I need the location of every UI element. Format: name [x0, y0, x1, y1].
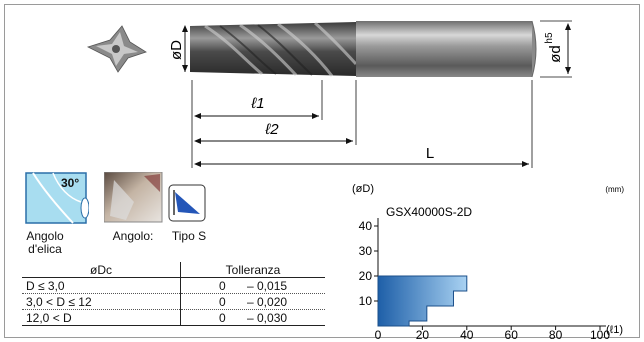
x-tick-label: 80: [549, 328, 563, 340]
chart-xlabel: (ℓ1): [606, 324, 623, 336]
total-length-label: L: [426, 145, 434, 162]
row-upper: – 0,020: [247, 294, 288, 309]
row-range: 3,0 < D ≤ 12: [22, 293, 181, 310]
x-tick-label: 40: [460, 328, 474, 340]
tool-body: [190, 20, 537, 78]
l2-label: ℓ2: [264, 121, 279, 138]
chart-title: GSX40000S-2D: [386, 205, 472, 219]
diameter-label: øD: [168, 40, 185, 60]
cutter-end-view: [86, 25, 147, 73]
helix-angle-caption: Angolo d'elica: [26, 229, 64, 256]
type-caption: Tipo S: [171, 229, 207, 243]
x-tick-label: 0: [375, 328, 382, 340]
tool-drawing: øD ød h5 ℓ1 ℓ2 L: [86, 20, 572, 168]
helix-angle-value: 30°: [61, 176, 79, 190]
table-header-tolerance: Tolleranza: [180, 262, 325, 278]
row-upper: – 0,015: [247, 278, 288, 293]
x-tick-label: 60: [505, 328, 519, 340]
table-row: D ≤ 3,0 0 – 0,015: [22, 277, 325, 294]
chart-ylabel: (øD): [352, 183, 374, 195]
y-tick-label: 40: [359, 219, 373, 233]
tolerance-table: øDc Tolleranza D ≤ 3,0 0 – 0,015 3,0 < D …: [22, 262, 325, 326]
shank-tolerance-label: h5: [544, 32, 555, 44]
type-s-icon: [168, 184, 206, 222]
row-range: D ≤ 3,0: [22, 277, 181, 294]
y-tick-label: 10: [359, 294, 373, 308]
row-range: 12,0 < D: [22, 309, 181, 326]
x-tick-label: 100: [590, 328, 610, 340]
table-row: 12,0 < D 0 – 0,030: [22, 309, 325, 326]
helix-angle-icon: 30°: [25, 172, 89, 224]
table-row: 3,0 < D ≤ 12 0 – 0,020: [22, 293, 325, 310]
row-upper: – 0,030: [247, 310, 288, 325]
shank-diameter-label: ød: [547, 45, 564, 63]
table-header-diameter: øDc: [22, 262, 181, 278]
row-lower: 0: [219, 294, 226, 309]
x-tick-label: 20: [416, 328, 430, 340]
application-area: [377, 275, 468, 327]
application-range-chart: (øD) (mm) GSX40000S-2D (ℓ1) 10 20 30 40 0 20 4…: [352, 183, 624, 340]
row-lower: 0: [219, 278, 226, 293]
y-tick-label: 20: [359, 269, 373, 283]
y-tick-label: 30: [359, 244, 373, 258]
row-lower: 0: [219, 310, 226, 325]
chart-unit: (mm): [605, 185, 624, 194]
cutting-angle-photo-icon: [104, 172, 163, 223]
l1-label: ℓ1: [250, 95, 264, 112]
angle-caption: Angolo:: [112, 229, 154, 243]
